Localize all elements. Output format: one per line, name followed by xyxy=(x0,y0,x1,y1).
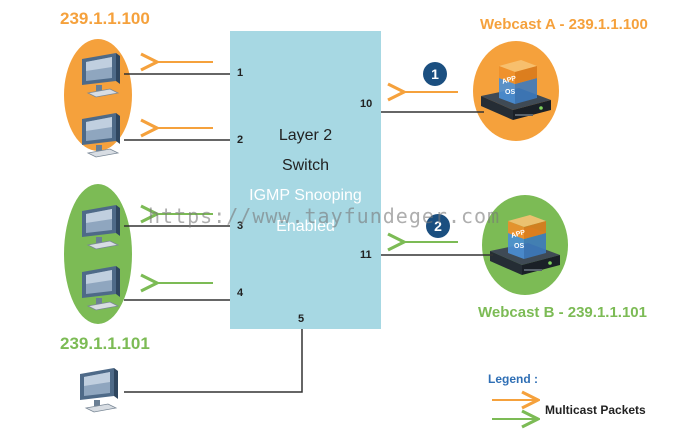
os-badge: OS xyxy=(505,89,516,96)
os-badge: OS xyxy=(514,243,525,250)
port-label-5: 5 xyxy=(298,313,305,325)
webcast-a-label: Webcast A - 239.1.1.100 xyxy=(480,16,648,33)
step-badge-1 xyxy=(423,62,447,86)
step-badge-2 xyxy=(426,214,450,238)
port-label-10: 10 xyxy=(360,98,373,110)
port-label-4: 4 xyxy=(237,287,244,299)
port-label-1: 1 xyxy=(237,67,244,79)
group-label-bottom-left: 239.1.1.101 xyxy=(60,334,150,353)
legend-item-multicast: Multicast Packets xyxy=(545,403,646,417)
switch-feature-line2: Enabled xyxy=(276,218,335,235)
step-number-2: 2 xyxy=(434,218,442,234)
step-number-1: 1 xyxy=(431,66,439,82)
port-label-3: 3 xyxy=(237,220,244,232)
webcast-b-label: Webcast B - 239.1.1.101 xyxy=(478,304,647,321)
port-label-2: 2 xyxy=(237,134,244,146)
switch-title-line2: Switch xyxy=(281,157,330,174)
switch-feature-line1: IGMP Snooping xyxy=(249,187,362,204)
monitor-icon xyxy=(81,112,121,158)
switch-title-line1: Layer 2 xyxy=(278,127,333,144)
group-label-top-left: 239.1.1.100 xyxy=(60,9,150,28)
monitor-icon xyxy=(79,367,119,413)
link-port-5 xyxy=(124,329,303,393)
watermark: https://www.tayfundeger.com xyxy=(148,204,501,228)
legend-title: Legend : xyxy=(488,372,538,386)
layer2-switch: Layer 2 Switch IGMP Snooping Enabled xyxy=(230,31,381,329)
port-label-11: 11 xyxy=(360,249,372,261)
